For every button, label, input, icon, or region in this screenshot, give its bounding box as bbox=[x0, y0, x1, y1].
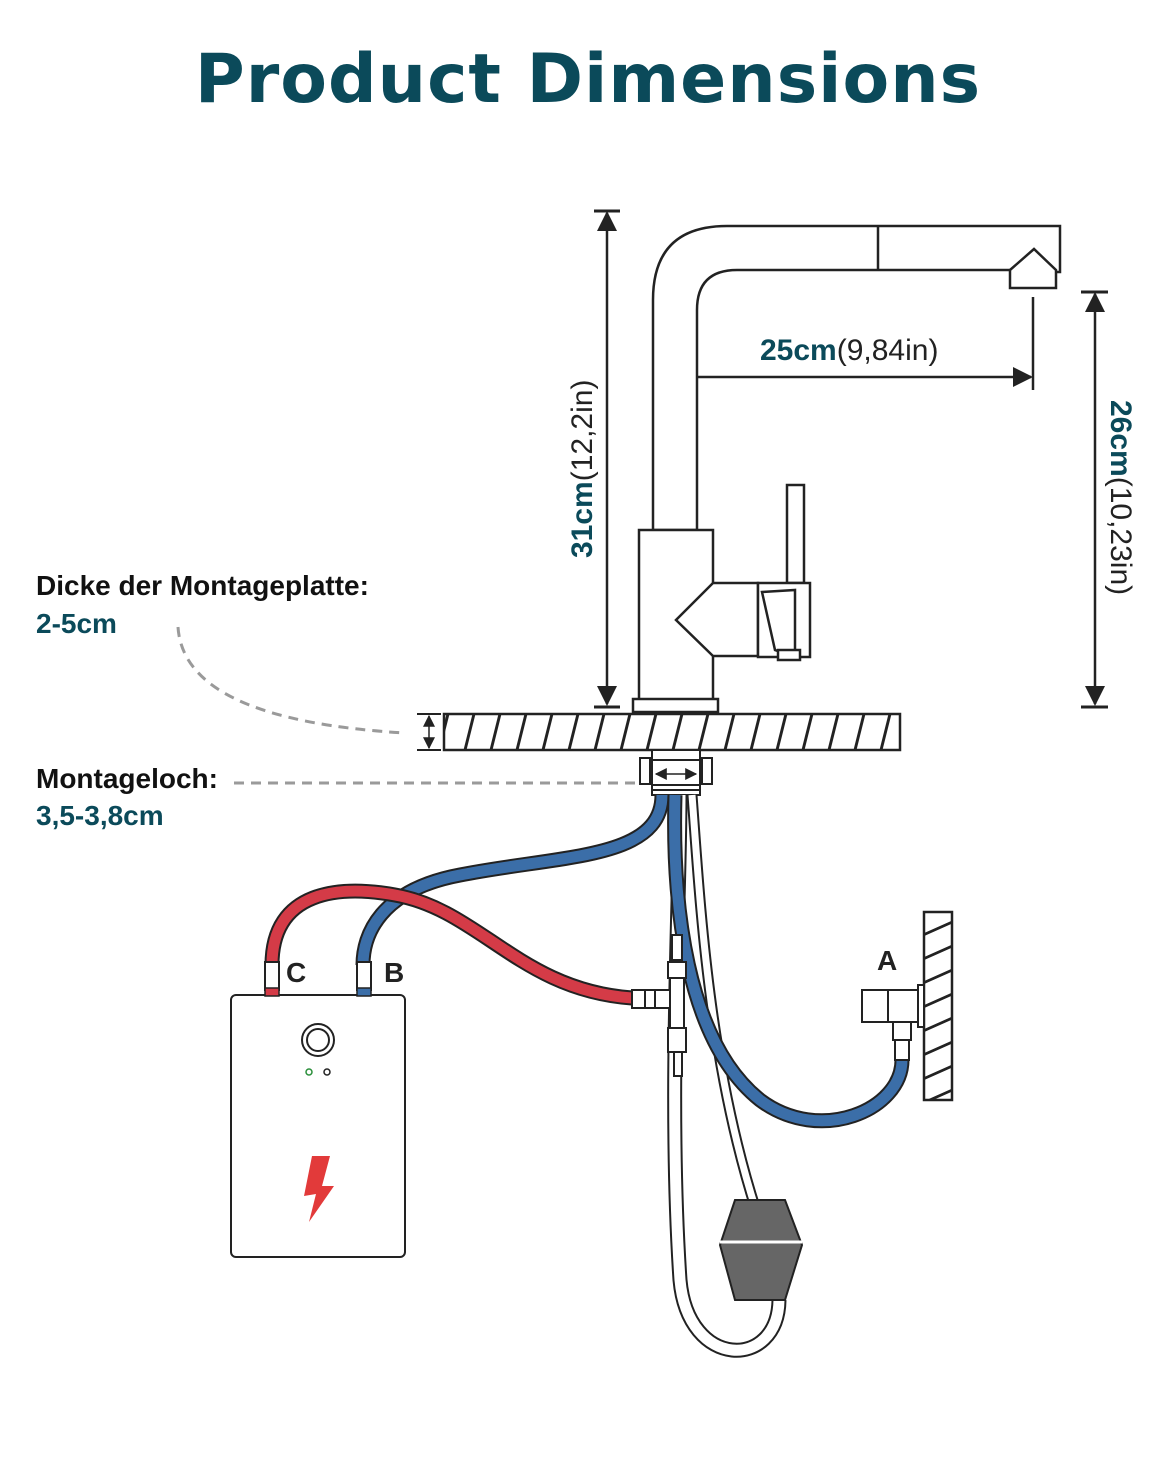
svg-text:25cm(9,84in): 25cm(9,84in) bbox=[760, 334, 938, 367]
height-unit: (12,2in) bbox=[566, 380, 599, 482]
angle-valve-icon bbox=[861, 984, 925, 1061]
height-value: 31cm bbox=[566, 481, 599, 558]
mounting-hole-label: Montageloch: bbox=[36, 763, 218, 794]
hose-weight-icon bbox=[718, 1199, 804, 1301]
height-dimension: 31cm(12,2in) bbox=[566, 209, 620, 709]
spout-height-value: 26cm bbox=[1104, 400, 1137, 477]
mounting-hole-value: 3,5-3,8cm bbox=[36, 800, 164, 831]
wall bbox=[922, 910, 954, 1102]
mounting-nut bbox=[639, 749, 713, 796]
connection-label-b: B bbox=[384, 957, 404, 988]
plate-thickness-value: 2-5cm bbox=[36, 608, 117, 639]
reach-dimension: 25cm(9,84in) bbox=[675, 297, 1035, 390]
svg-text:26cm(10,23in): 26cm(10,23in) bbox=[1104, 400, 1137, 595]
plate-leader-line bbox=[176, 626, 406, 735]
plate-thickness-label: Dicke der Montageplatte: bbox=[36, 570, 369, 601]
connection-label-c: C bbox=[286, 957, 306, 988]
reach-unit: (9,84in) bbox=[837, 334, 939, 367]
cold-hose-to-valve bbox=[667, 794, 910, 1129]
mounting-plate bbox=[417, 712, 902, 752]
spout-height-dimension: 26cm(10,23in) bbox=[1081, 290, 1137, 709]
tee-fitting bbox=[631, 934, 687, 1077]
connection-label-a: A bbox=[877, 945, 897, 976]
lightning-bolt-icon bbox=[304, 1156, 334, 1222]
hot-hose-to-tee bbox=[264, 883, 633, 1006]
spout-height-unit: (10,23in) bbox=[1104, 477, 1137, 595]
faucet bbox=[631, 224, 1062, 714]
reach-value: 25cm bbox=[760, 334, 837, 367]
page-title: Product Dimensions bbox=[194, 40, 982, 119]
svg-text:31cm(12,2in): 31cm(12,2in) bbox=[566, 380, 599, 558]
cold-hose-to-heater bbox=[355, 794, 670, 966]
water-heater-icon bbox=[230, 961, 406, 1258]
